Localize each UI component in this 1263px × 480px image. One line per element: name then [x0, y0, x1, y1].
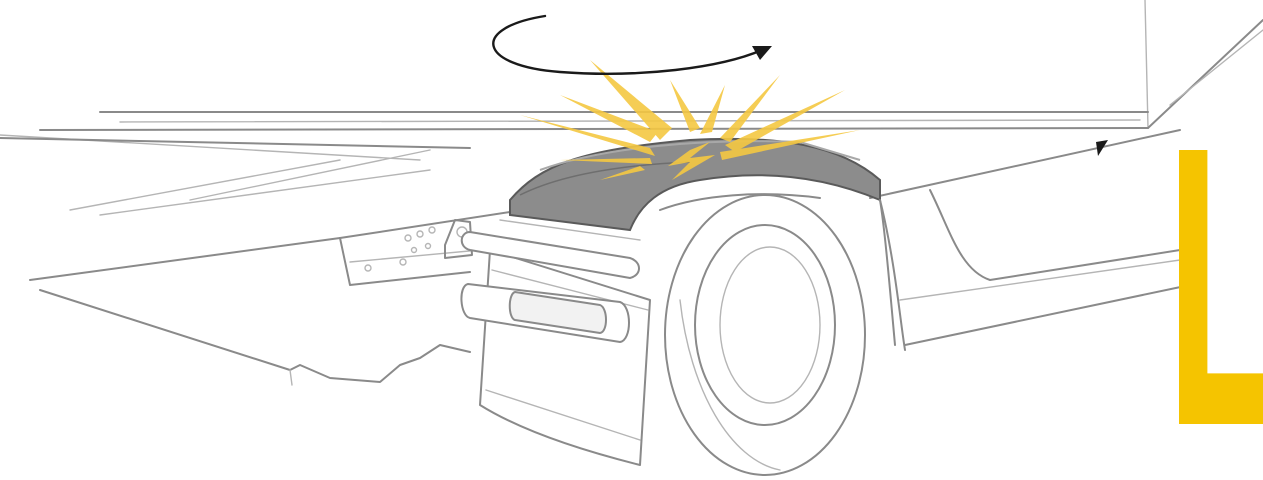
mudflap — [480, 250, 650, 465]
step-number: 1 — [1179, 150, 1263, 440]
tire — [665, 195, 865, 475]
trailer-body — [40, 0, 1263, 130]
pointer-arrow-icon — [1096, 140, 1108, 156]
step-number-digit: 1 — [1179, 150, 1263, 440]
body-side-skirt — [870, 130, 1190, 350]
rotate-arrow-icon — [493, 16, 772, 74]
chassis-frame — [0, 135, 510, 385]
